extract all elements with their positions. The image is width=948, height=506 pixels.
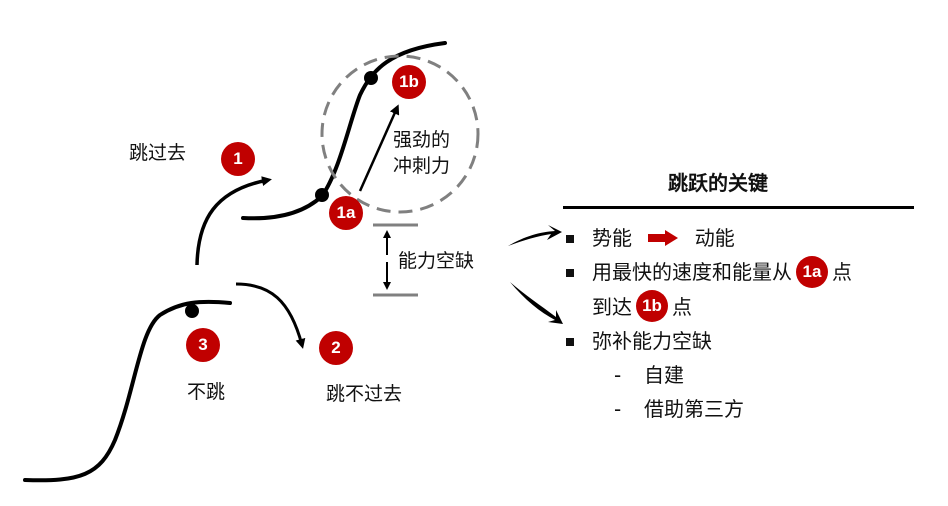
badge-3: 3 [186,328,220,362]
speed-text-line2-part1: 到达 [592,294,632,319]
red-right-arrow-icon [648,229,679,246]
bullet-icon [566,338,574,346]
speed-text-part1: 用最快的速度和能量从 [592,260,792,284]
kinetic-energy-text: 动能 [694,226,735,250]
potential-energy-text: 势能 [592,226,632,250]
list-item-energy: 势能 动能 [566,221,852,255]
next-s-curve [241,41,447,221]
bullet-icon [566,269,574,277]
connector-arrow-down [510,282,563,324]
jump-over-arrow [195,176,272,266]
connector-arrow-up [508,225,562,246]
list-item-gap: 弥补能力空缺 [566,324,852,358]
speed-text-line2-part2: 点 [672,294,692,319]
sub-item-self-build: - 自建 [566,358,852,392]
focus-dashed-circle [320,54,480,214]
panel-divider [563,206,914,209]
label-capability-gap: 能力空缺 [398,250,475,272]
label-jump-over: 跳过去 [129,142,187,164]
label-strong-sprint-1: 强劲的 [393,129,451,151]
dash-icon: - [614,363,622,387]
sub-item-third-party: - 借助第三方 [566,392,852,426]
self-build-text: 自建 [644,363,684,387]
point-3-dot [185,304,199,318]
inline-badge-1a: 1a [796,255,828,288]
third-party-text: 借助第三方 [644,397,744,421]
current-s-curve [23,299,232,483]
inline-badge-1b: 1b [636,290,668,322]
fill-gap-text: 弥补能力空缺 [592,329,712,353]
label-no-jump: 不跳 [187,381,226,403]
label-fail-to-jump: 跳不过去 [326,383,403,405]
fail-arrow [235,282,306,349]
point-1b-dot [364,71,378,85]
point-1a-dot [315,188,329,202]
panel-title: 跳跃的关键 [668,171,768,195]
dash-icon: - [614,397,622,421]
badge-1: 1 [221,142,255,176]
sprint-arrow [358,104,400,192]
badge-2: 2 [319,331,353,365]
speed-text-part2: 点 [832,260,852,284]
bullet-icon [566,235,574,243]
badge-1b: 1b [392,65,426,99]
label-strong-sprint-2: 冲刺力 [393,155,451,177]
badge-1a: 1a [329,196,363,230]
